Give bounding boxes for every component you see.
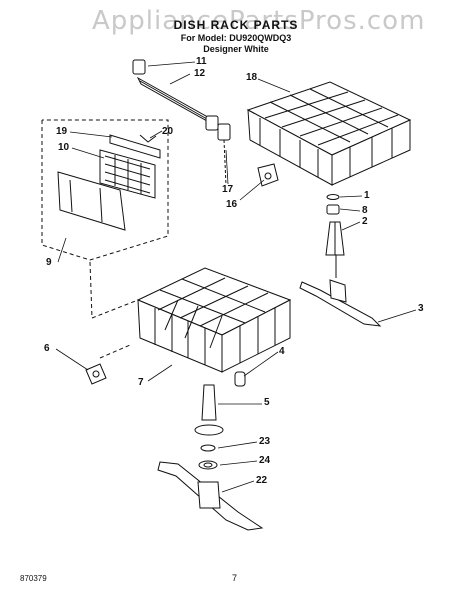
callout-10: 10 — [58, 142, 70, 153]
part-17-clip — [217, 123, 231, 186]
part-7-lower-rack — [136, 267, 292, 373]
model-color: Designer White — [203, 44, 269, 54]
part-23-washer — [200, 444, 216, 452]
diagram-title: DISH RACK PARTS — [173, 18, 299, 32]
part-9-bracket — [57, 171, 126, 231]
part-2-manifold — [325, 221, 345, 278]
part-22-spray-arm — [157, 461, 264, 531]
callout-20: 20 — [162, 126, 174, 137]
callout-6: 6 — [44, 343, 50, 354]
callout-12: 12 — [194, 68, 206, 79]
callout-17: 17 — [222, 184, 234, 195]
callout-7: 7 — [138, 377, 144, 388]
callout-9: 9 — [46, 257, 52, 268]
part-8-nut — [326, 204, 340, 215]
alignment-lines — [89, 261, 139, 359]
callout-11: 11 — [196, 56, 207, 67]
document-number: 870379 — [20, 574, 47, 583]
part-6-clip — [85, 363, 107, 385]
callout-8: 8 — [362, 205, 368, 216]
page-number: 7 — [232, 573, 238, 583]
part-3-spray-arm — [299, 279, 382, 327]
callout-4: 4 — [279, 346, 285, 357]
callout-23: 23 — [259, 436, 271, 447]
callout-1: 1 — [364, 190, 370, 201]
part-12-track — [132, 59, 219, 131]
callout-2: 2 — [362, 216, 368, 227]
part-19-cover — [109, 134, 161, 159]
model-number: For Model: DU920QWDQ3 — [180, 33, 292, 43]
callout-24: 24 — [259, 455, 271, 466]
leader-lines — [55, 61, 417, 493]
part-10-panel — [99, 149, 156, 199]
callout-22: 22 — [256, 475, 268, 486]
dashed-enclosure — [41, 119, 169, 261]
callout-3: 3 — [418, 303, 424, 314]
watermark-text: AppliancePartsPros.com — [92, 6, 426, 36]
callout-18: 18 — [246, 72, 258, 83]
part-24-seal — [198, 460, 218, 470]
part-20-fin — [139, 134, 157, 143]
part-5-manifold — [194, 384, 224, 436]
callout-5: 5 — [264, 397, 270, 408]
part-1-washer — [326, 194, 340, 200]
part-18-upper-rack — [246, 81, 412, 186]
part-4-bearing — [234, 371, 246, 387]
callout-19: 19 — [56, 126, 68, 137]
callout-16: 16 — [226, 199, 238, 210]
